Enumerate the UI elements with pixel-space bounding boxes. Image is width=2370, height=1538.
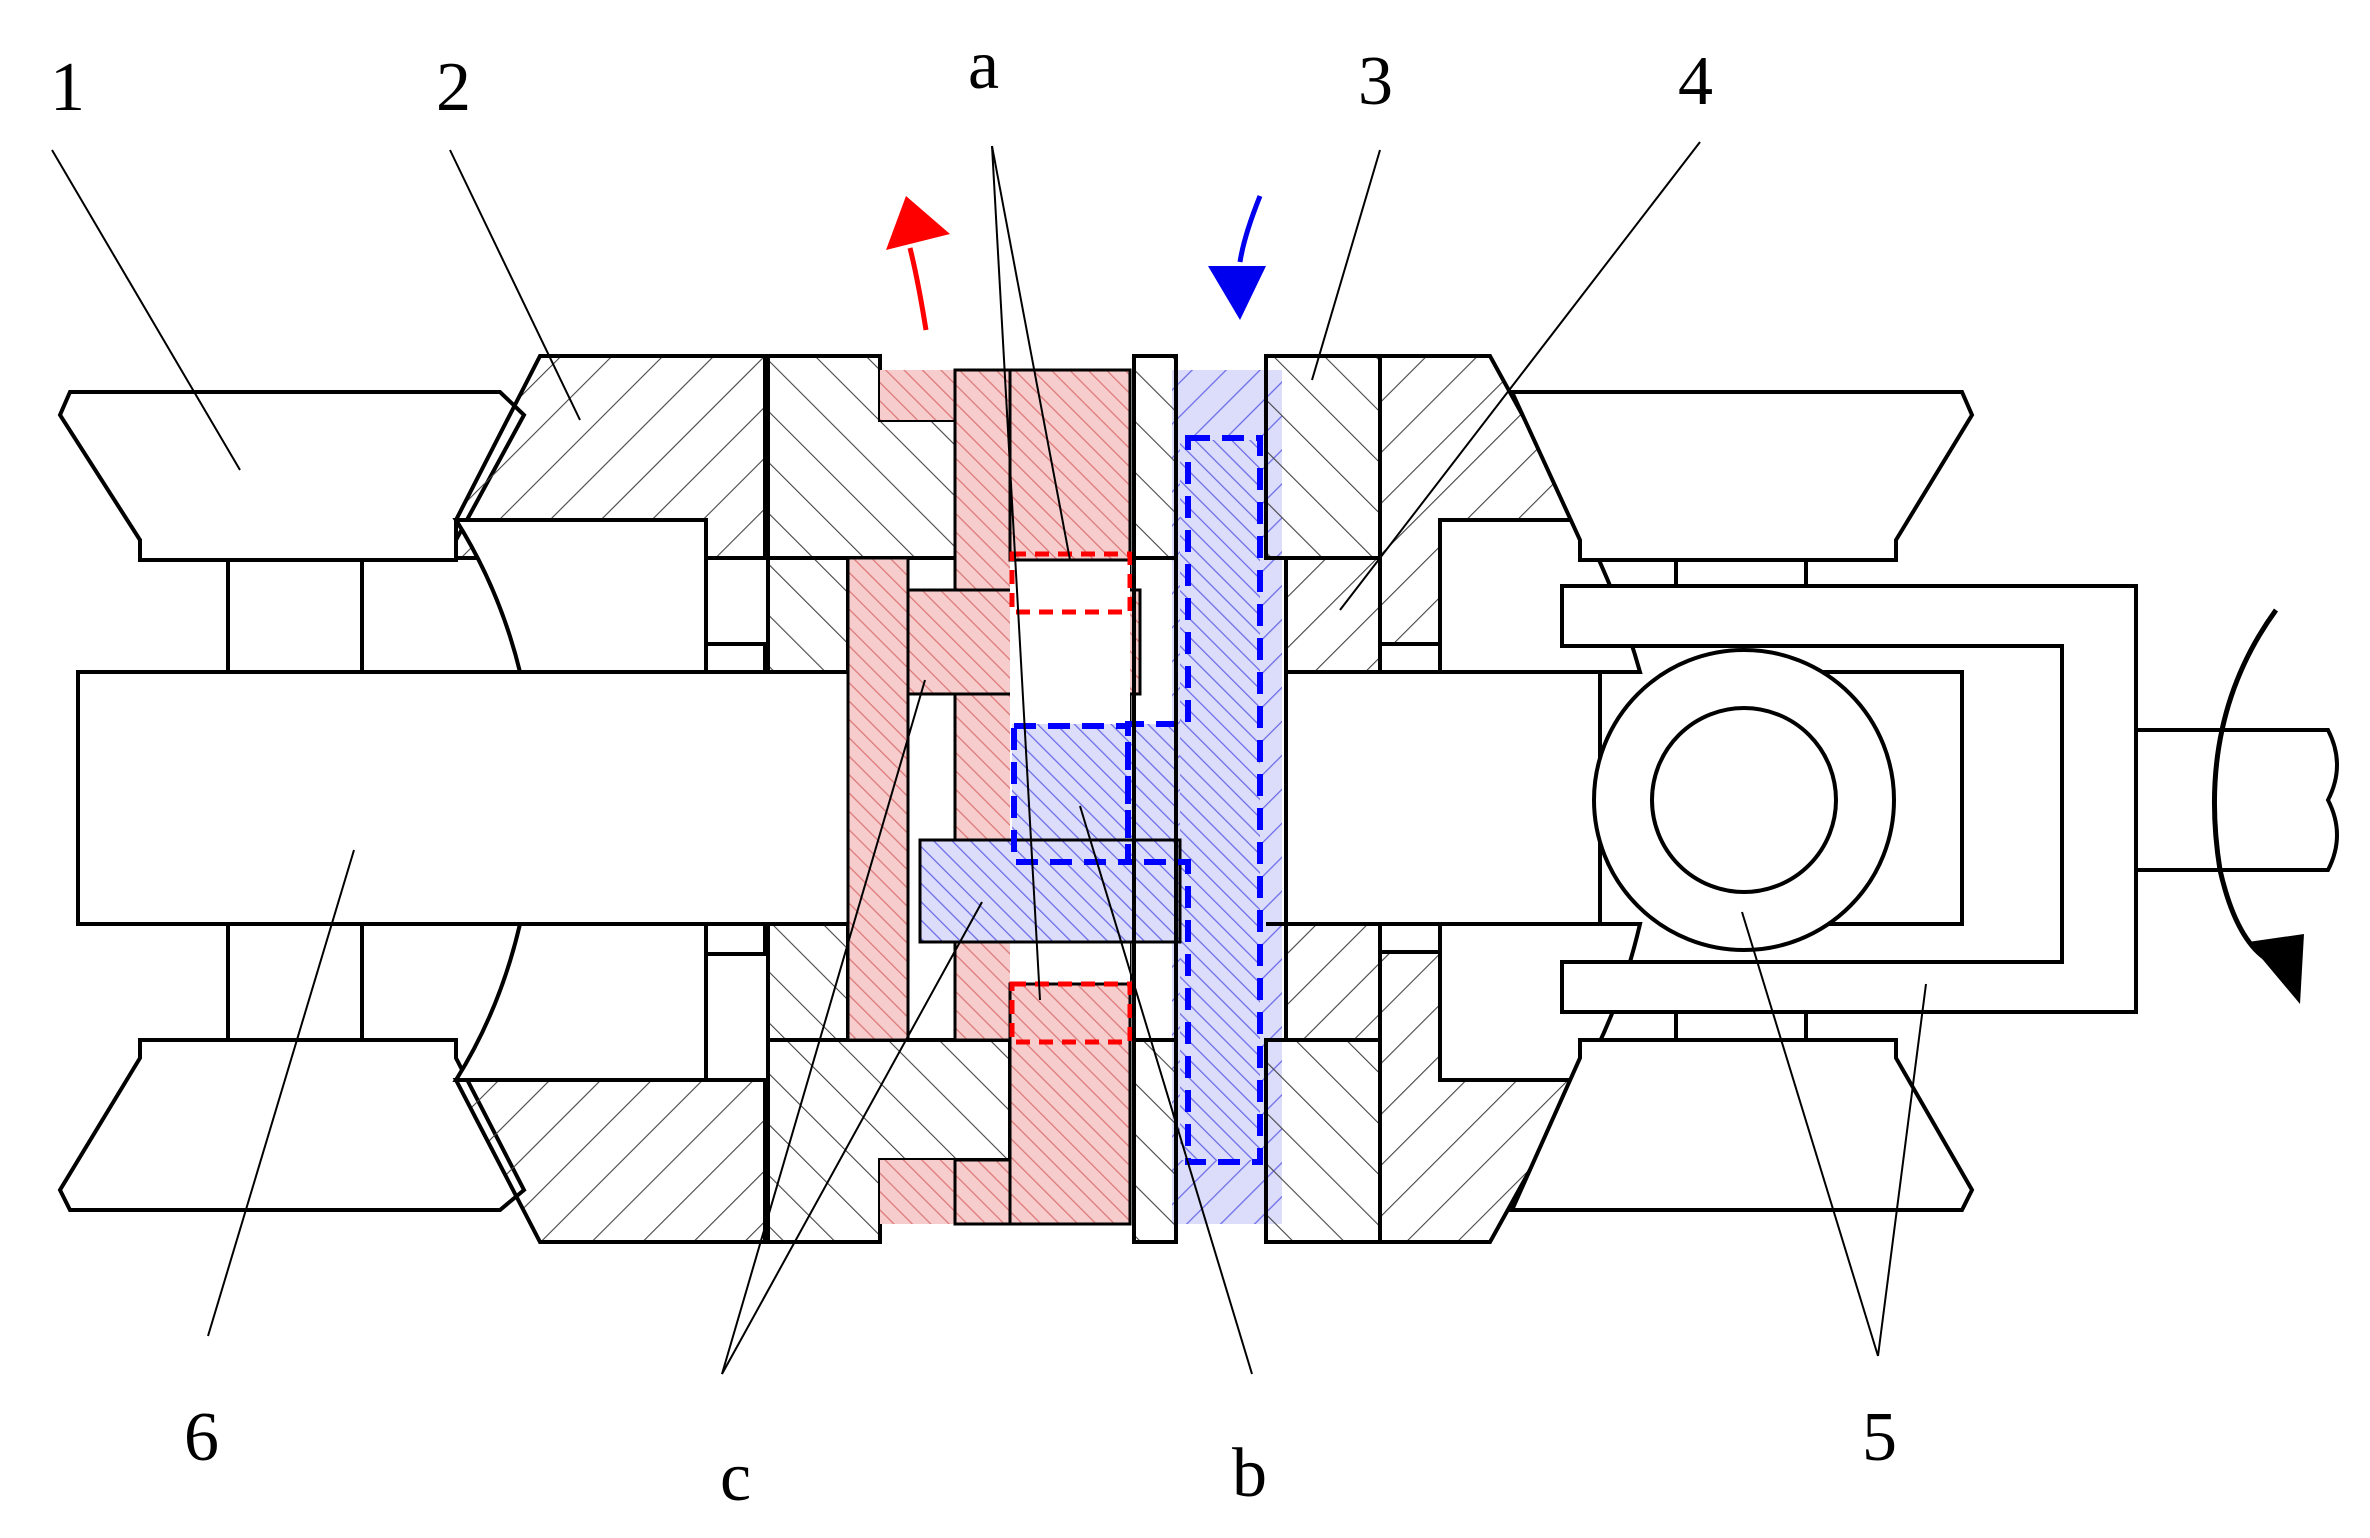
left-flange-bottom (452, 922, 767, 1244)
label-6: 6 (184, 1399, 219, 1476)
right-shaft (1284, 670, 1602, 926)
red-rotation-arrow (886, 196, 950, 331)
left-roller-bottom (57, 1038, 527, 1212)
label-2: 2 (436, 49, 471, 126)
right-roller-top (1508, 390, 1975, 562)
left-roller-posts (226, 560, 364, 1040)
left-hub-top (766, 354, 1012, 674)
label-b: b (1232, 1435, 1267, 1512)
diagram-labels: 1 2 a 3 4 6 c b 5 (50, 27, 1897, 1516)
blue-rotation-arrow (1208, 195, 1266, 320)
right-roller-bottom (1508, 1038, 1975, 1212)
label-4: 4 (1678, 43, 1713, 120)
left-hub-bottom (766, 922, 1012, 1244)
main-shaft (76, 670, 862, 926)
label-3: 3 (1358, 43, 1393, 120)
red-bottom-block (1008, 981, 1133, 1226)
label-c: c (720, 1439, 751, 1516)
leader-lines (51, 141, 1927, 1375)
label-a: a (968, 27, 999, 104)
black-rotation-arrow (2211, 608, 2304, 1004)
red-top-block (1008, 368, 1133, 615)
part-3-hub (1132, 354, 1382, 1244)
part-5-yoke (1560, 584, 2138, 1014)
blue-coupling-half (918, 370, 1282, 1224)
label-1: 1 (50, 49, 85, 126)
output-shaft (2134, 728, 2339, 872)
label-5: 5 (1862, 1399, 1897, 1476)
